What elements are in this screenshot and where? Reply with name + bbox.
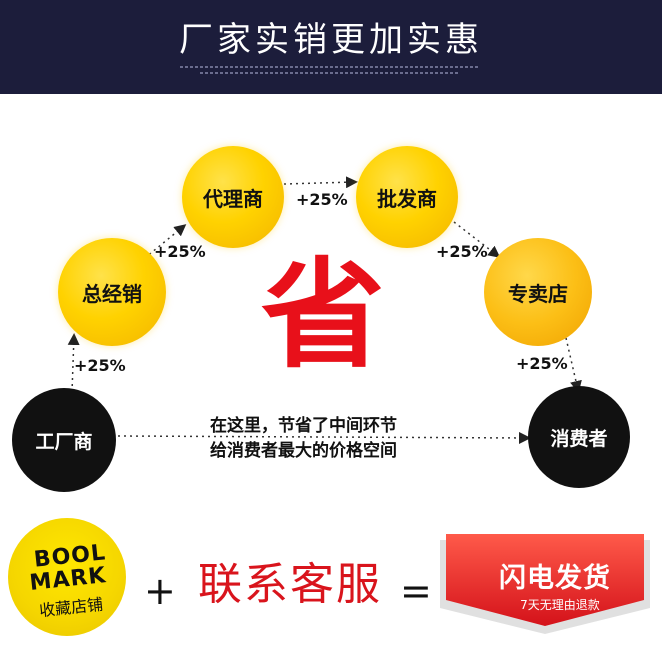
node-consumer-label: 消费者 (550, 427, 608, 450)
markup-label-2: +25% (154, 242, 206, 261)
node-store: 专卖店 (484, 238, 592, 346)
save-character: 省 (261, 246, 385, 384)
banner-divider-2 (200, 72, 460, 74)
banner-divider (180, 66, 480, 68)
flash-shipping-banner (440, 534, 650, 634)
markup-label-1: +25% (74, 356, 126, 375)
savings-message: 在这里，节省了中间环节 给消费者最大的价格空间 (210, 414, 450, 464)
node-factory-label: 工厂商 (35, 430, 93, 453)
node-consumer: 消费者 (528, 386, 630, 488)
node-wholesaler: 批发商 (356, 146, 458, 248)
arrow-factory-to-consumer (117, 431, 531, 444)
node-agent-label: 代理商 (203, 186, 263, 211)
bookmark-badge[interactable] (8, 518, 126, 636)
header-banner: 厂家实销更加实惠 (0, 0, 662, 94)
arrow-store-to-consumer (565, 337, 582, 393)
equals-sign: = (400, 569, 432, 613)
banner-title: 厂家实销更加实惠 (179, 20, 483, 60)
node-store-label: 专卖店 (508, 281, 568, 306)
node-factory: 工厂商 (12, 388, 116, 492)
arrow-agent-to-wholesaler (283, 176, 358, 189)
markup-label-5: +25% (516, 354, 568, 373)
flow-arrows (67, 176, 582, 444)
node-wholesaler-label: 批发商 (377, 186, 437, 211)
node-general-distributor-label: 总经销 (82, 281, 142, 306)
flash-shipping-title: 闪电发货 (499, 563, 611, 594)
savings-message-line1: 在这里，节省了中间环节 (210, 416, 397, 436)
savings-message-line2: 给消费者最大的价格空间 (210, 441, 397, 461)
node-agent: 代理商 (182, 146, 284, 248)
flash-shipping-subtitle: 7天无理由退款 (520, 598, 600, 612)
plus-sign: + (144, 569, 176, 613)
node-general-distributor: 总经销 (58, 238, 166, 346)
markup-label-4: +25% (436, 242, 488, 261)
contact-service-link[interactable]: 联系客服 (198, 559, 382, 610)
markup-label-3: +25% (296, 190, 348, 209)
